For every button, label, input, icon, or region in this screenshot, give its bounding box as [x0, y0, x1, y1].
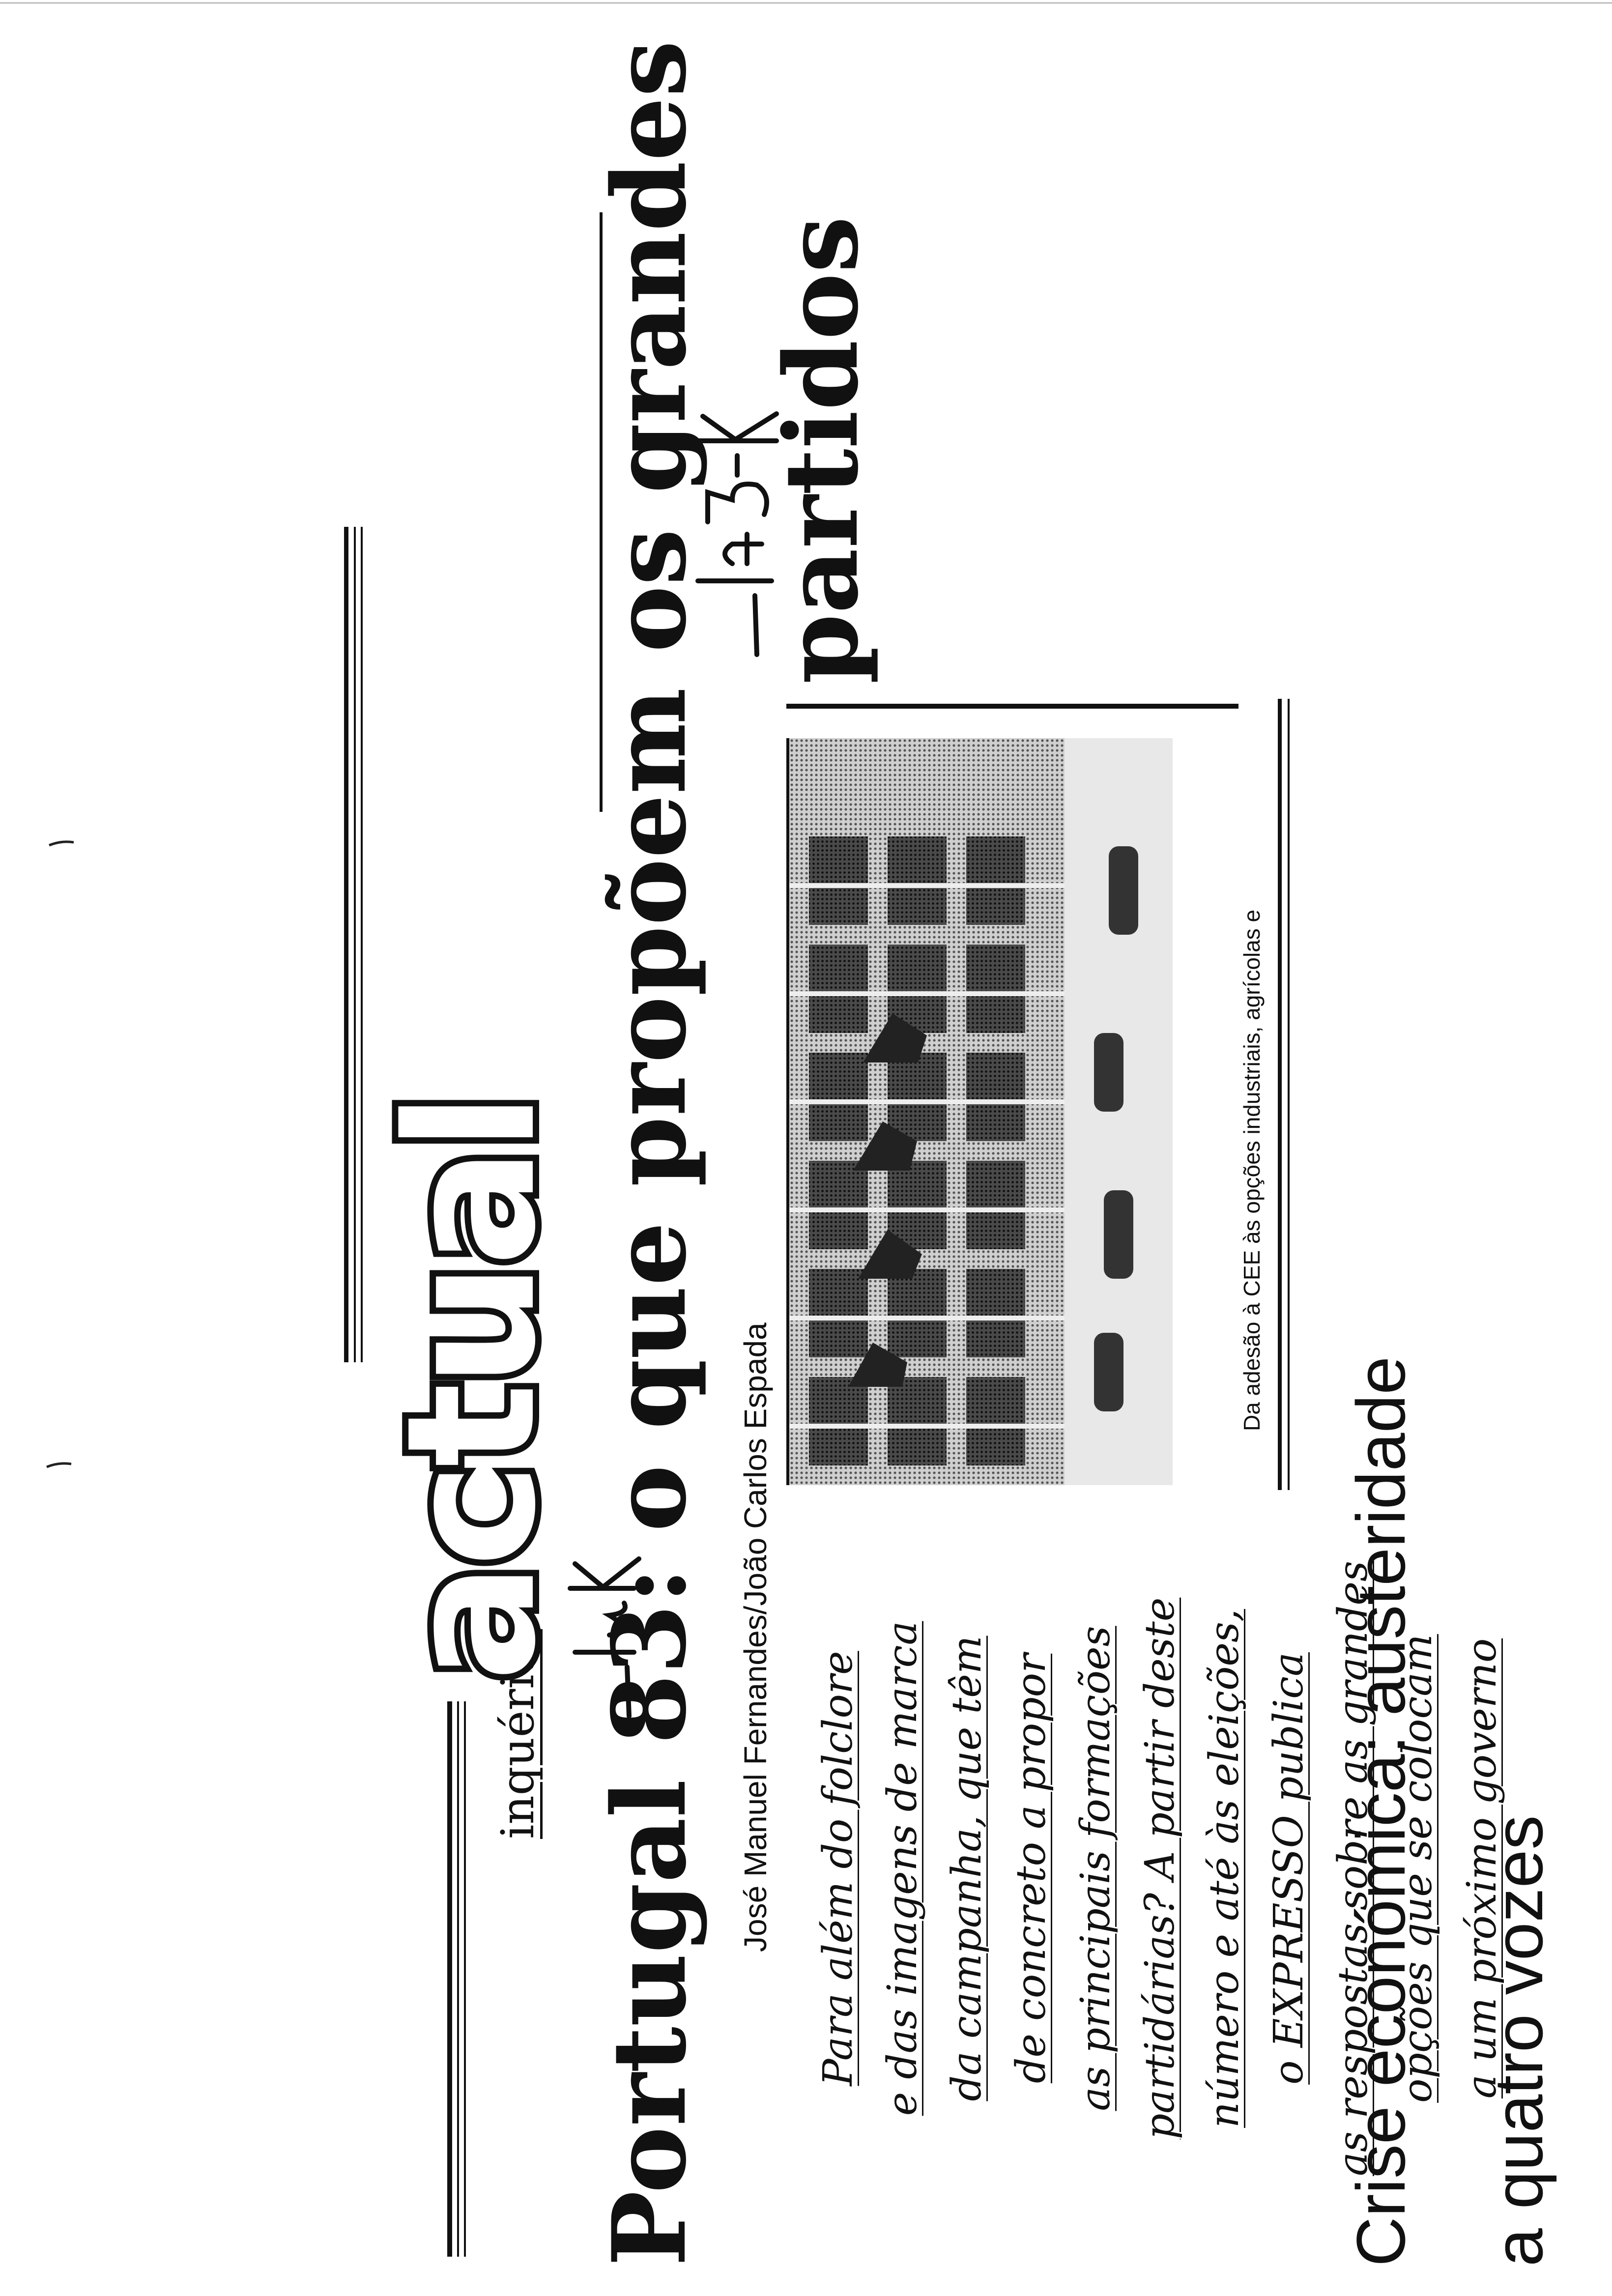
article-photo	[786, 738, 1173, 1485]
photo-caption: Da adesão à CEE às opções industriais, a…	[1239, 909, 1265, 1431]
lede-line: Para além do folclore	[815, 1651, 862, 2086]
rule-top-thin-1	[457, 1701, 459, 2257]
lede-line: e das imagens de marca	[879, 1621, 926, 2116]
section-title: Crise económica: austeridade	[1342, 1356, 1419, 2267]
handwritten-annotation-1	[568, 1556, 641, 1719]
rule-mid-3	[361, 527, 363, 1362]
lede-line: de concreto a propor	[1008, 1653, 1055, 2084]
lede-line: da campanha, que têm	[944, 1636, 990, 2101]
handwritten-annotation-2	[691, 411, 779, 657]
section-title-line-2: a quatro vozes	[1480, 1815, 1557, 2267]
publication-logo: actual	[362, 1090, 581, 1688]
caption-rule-2	[1288, 699, 1290, 1490]
rule-top-thick	[447, 1701, 452, 2257]
rule-mid-1	[344, 527, 348, 1362]
lede-line: número e até às eleições,	[1201, 1608, 1248, 2128]
rule-top-thin-2	[464, 1701, 466, 2257]
photo-side-rule	[786, 704, 1238, 709]
lede-line: as principais formações	[1072, 1626, 1119, 2111]
lede-line: partidárias? A partir deste	[1137, 1597, 1183, 2140]
lede-line: o EXPRESSO publica	[1266, 1652, 1312, 2085]
byline: José Manuel Fernandes/João Carlos Espada	[738, 1322, 773, 1952]
rule-mid-2	[354, 527, 356, 1362]
building-facade-image	[789, 738, 1173, 1485]
caption-rule-1	[1278, 699, 1282, 1490]
headline: Portugal 83: o que propõem os grandes	[591, 40, 709, 2267]
